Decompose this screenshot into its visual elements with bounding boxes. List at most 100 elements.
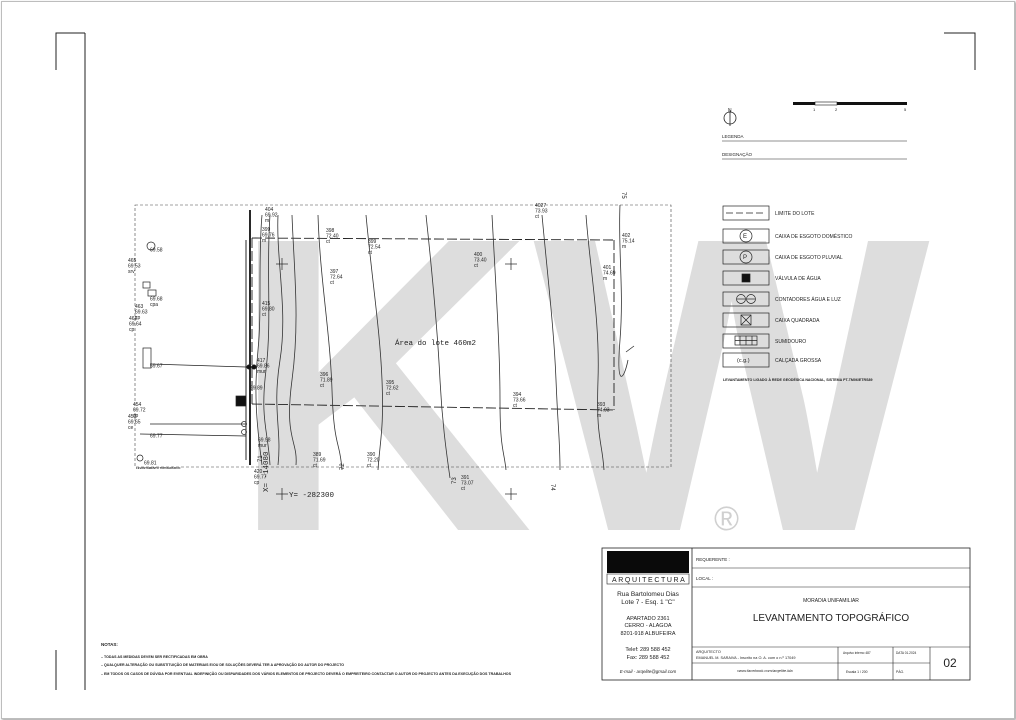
contour-72-label: 72 (340, 463, 346, 470)
email-line: E-mail - arqelite@gmail.com (620, 669, 677, 674)
legend-title: LEGENDA (722, 134, 744, 139)
survey-point-elevation: 69.76 (262, 233, 275, 239)
local-label: LOCAL : (696, 576, 713, 581)
survey-point-elevation: 69.98 (258, 438, 271, 444)
drawing-title: LEVANTAMENTO TOPOGRÁFICO (753, 611, 910, 624)
fax-line: Fax: 289 588 452 (627, 655, 670, 661)
survey-point-elevation: 73.93 (535, 209, 548, 215)
survey-point-elevation: 69.81 (144, 461, 157, 467)
survey-point-code: cpa (150, 302, 158, 308)
phone-line: Telef: 289 588 452 (625, 647, 670, 653)
survey-point-elevation: 69.86 (257, 364, 270, 370)
survey-point-id: 4027 (535, 203, 546, 209)
architect-label: ARQUITECTO (696, 650, 721, 654)
note-line-3: – EM TODOS OS CASOS DE DÚVIDA POR EVENTU… (101, 671, 512, 676)
survey-point-id: 389 (313, 452, 322, 458)
legend-symbol-e: E (743, 234, 747, 240)
scale-tick-1: 1 (813, 107, 816, 112)
survey-point: 69.89 (250, 386, 263, 392)
survey-point: 69.77 (150, 434, 163, 440)
survey-point-elevation: 71.89 (320, 378, 333, 384)
survey-point-code: ct (368, 250, 373, 256)
survey-point-id: 393 (597, 402, 606, 408)
survey-point-code: cp (254, 480, 260, 486)
y-coordinate-label: Y= -282300 (289, 492, 335, 500)
note-line-1: – TODAS AS MEDIDAS DEVEM SER RECTIFICADA… (101, 655, 208, 659)
survey-point-id: 399 (368, 239, 377, 245)
survey-point-elevation: 72.20 (367, 458, 380, 464)
legend-note: LEVANTAMENTO LIGADO À REDE GEODÉSICA NAC… (723, 377, 873, 382)
survey-point-code: ct (313, 463, 318, 469)
survey-point-code: ct (386, 391, 391, 397)
legend-label-calcada: CALÇADA GROSSA (775, 358, 822, 364)
survey-point-id: 463 (135, 304, 144, 310)
legend-label-limite: LIMITE DO LOTE (775, 211, 815, 217)
page-field-label: PÁG. (896, 670, 904, 674)
address-line-2: Lote 7 - Esq. 1 "C" (621, 599, 675, 606)
survey-point-elevation: 69.77 (150, 434, 163, 440)
survey-point-elevation: 69.89 (250, 386, 263, 392)
survey-point-id: 417 (257, 358, 266, 364)
survey-point-code: m (265, 218, 269, 224)
survey-point-code: ct (262, 312, 267, 318)
survey-point-id: 415 (262, 301, 271, 307)
survey-point-elevation: 72.40 (326, 234, 339, 240)
contour-74-label: 74 (549, 484, 555, 491)
legend-symbols (722, 205, 770, 368)
legend-label-esgoto-pluvial: CAIXA DE ESGOTO PLUVIAL (775, 255, 843, 261)
notes-title: NOTAS: (101, 642, 118, 647)
survey-point-elevation: 69.80 (262, 307, 275, 313)
survey-point-elevation: 72.62 (386, 386, 399, 392)
survey-point-elevation: 69.67 (150, 364, 163, 370)
survey-point-elevation: 74.69 (603, 271, 616, 277)
survey-point-code: m (262, 238, 266, 244)
survey-point-elevation: 69.63 (135, 310, 148, 316)
archive-field: Arquivo interno 487 (843, 651, 871, 655)
legend-label-valvula: VÁLVULA DE ÁGUA (775, 275, 821, 282)
scale-tick-2: 2 (835, 107, 838, 112)
north-arrow-icon: N (723, 108, 737, 126)
survey-point-code: ct (330, 280, 335, 286)
survey-point-id: 453 (128, 414, 137, 420)
legend-designation: DESIGNAÇÃO (722, 151, 753, 157)
survey-point-code: ct (367, 463, 372, 469)
firm-logo (607, 551, 689, 573)
survey-point-elevation: 72.64 (330, 275, 343, 281)
legend-label-sumidouro: SUMIDOURO (775, 339, 806, 345)
grid-crosshairs (276, 258, 517, 500)
survey-point-code: m (622, 244, 626, 250)
survey-point-code: cp (129, 327, 135, 333)
survey-point-code: cp (135, 315, 141, 321)
postal-line-1: APARTADO 2361 (626, 616, 669, 622)
architect-name: EMANUEL M. SARAIVA - Inscrito na O. A. c… (696, 656, 796, 660)
survey-point-elevation: 69.64 (129, 322, 142, 328)
survey-point-elevation: 69.92 (265, 213, 278, 219)
survey-point-code: ct (461, 486, 466, 492)
survey-point: 69.58 (150, 248, 163, 254)
legend-symbol-cg: (c.g.) (737, 358, 750, 364)
title-block: ARQUITECTURA Rua Bartolomeu Dias Lote 7 … (601, 547, 971, 681)
survey-point-elevation: 73.40 (474, 258, 487, 264)
scale-tick-5: 5 (904, 107, 907, 112)
watermark-registered: ® (714, 500, 739, 538)
survey-point-id: 462 (129, 316, 138, 322)
survey-point-elevation: 73.07 (461, 481, 474, 487)
postal-line-3: 8201-918 ALBUFEIRA (620, 631, 675, 637)
survey-point-code: mur (257, 369, 266, 375)
survey-point-code: cp (133, 413, 139, 419)
